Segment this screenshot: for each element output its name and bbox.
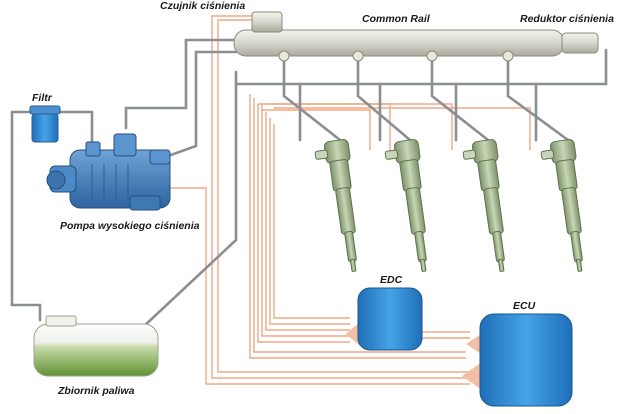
tank-label: Zbiornik paliwa: [58, 385, 135, 397]
ecu-module: [462, 313, 573, 407]
pressure-reducer-valve: [561, 32, 599, 54]
filter-label: Filtr: [32, 92, 52, 104]
injector: [462, 139, 505, 272]
injectors: [314, 139, 583, 272]
edc-module: [346, 287, 423, 351]
fuel-pipes: [10, 38, 608, 330]
fuel-tank: [33, 315, 159, 377]
fuel-filter: [29, 105, 61, 143]
pressure-reducer-label: Reduktor ciśnienia: [520, 13, 614, 25]
injector: [314, 139, 357, 272]
pump-label: Pompa wysokiego ciśnienia: [60, 220, 200, 232]
high-pressure-pump: [46, 133, 171, 211]
common-rail: [233, 11, 599, 62]
signal-wires: [170, 15, 531, 385]
edc-label: EDC: [380, 274, 403, 286]
injector: [384, 139, 427, 272]
injector: [540, 139, 583, 272]
pressure-sensor-body: [251, 11, 283, 33]
ecu-label: ECU: [513, 300, 536, 312]
common-rail-label: Common Rail: [362, 13, 430, 25]
pressure-sensor-label: Czujnik ciśnienia: [160, 0, 246, 12]
